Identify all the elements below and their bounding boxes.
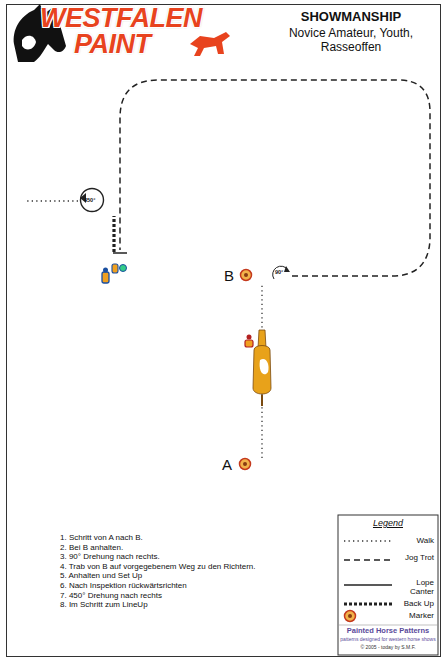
legend-entry: Back Up: [396, 599, 434, 608]
turn-degree: 450°: [84, 197, 95, 203]
turn-degree: 90°: [275, 269, 283, 275]
legend-heading: Legend: [338, 518, 438, 528]
marker-b: [241, 270, 252, 281]
instruction-step: 5. Anhalten und Set Up: [60, 571, 142, 580]
instruction-step: 4. Trab von B auf vorgegebenem Weg zu de…: [60, 562, 256, 571]
turn-450: [80, 189, 104, 212]
instruction-step: 1. Schritt von A nach B.: [60, 533, 143, 542]
instruction-step: 3. 90° Drehung nach rechts.: [60, 552, 160, 561]
stop-bar: [113, 252, 127, 254]
legend-entry: Walk: [396, 536, 434, 545]
legend-entry: Marker: [396, 611, 434, 620]
instruction-step: 6. Nach Inspektion rückwärtsrichten: [60, 581, 187, 590]
turn-90: [273, 266, 290, 279]
logo-horse: [14, 4, 230, 62]
legend-entry: Lope Canter: [396, 578, 434, 596]
footer-copyright: © 2005 - today by S.M.F.: [340, 645, 436, 651]
page-frame: [7, 5, 441, 657]
backup-line: [112, 216, 115, 252]
subtitle: Novice Amateur, Youth, Rasseoffen: [270, 27, 432, 55]
instruction-step: 2. Bei B anhalten.: [60, 543, 123, 552]
footer-note: patterns designed for western horse show…: [340, 637, 436, 643]
jog-route: [120, 80, 430, 276]
legend-entry: Jog Trot: [396, 553, 434, 562]
horse-and-handler: [245, 330, 271, 406]
instruction-step: 7. 450° Drehung nach rechts: [60, 591, 162, 600]
marker-label: A: [222, 456, 232, 473]
judge-icons: [102, 264, 127, 283]
legend-samples: [344, 541, 392, 622]
logo-text: PAINT: [74, 29, 151, 60]
walk-exit: [24, 200, 78, 201]
marker-label: B: [224, 267, 234, 284]
legend-box: [338, 515, 438, 655]
marker-a: [240, 459, 251, 470]
footer-brand: Painted Horse Patterns: [340, 627, 436, 636]
title: SHOWMANSHIP: [262, 10, 440, 25]
instruction-step: 8. Im Schritt zum LineUp: [60, 600, 148, 609]
